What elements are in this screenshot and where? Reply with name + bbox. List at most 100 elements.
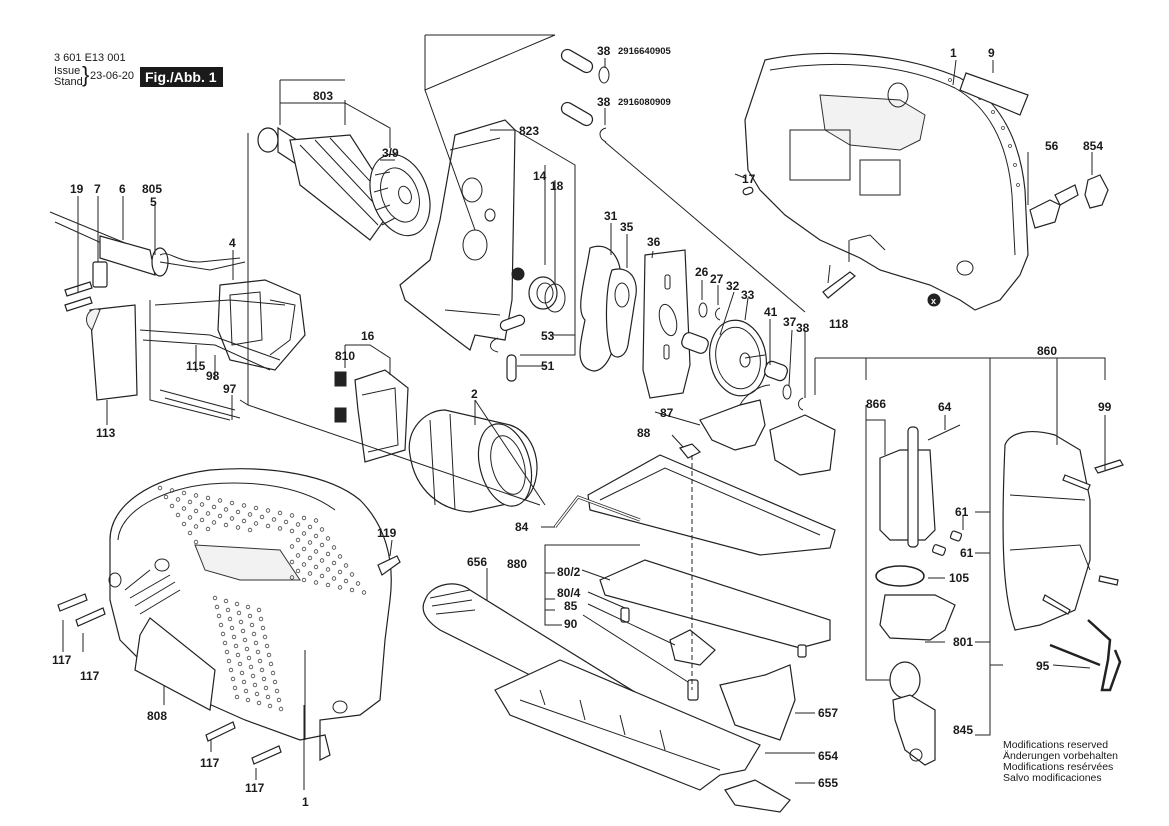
pin-53 <box>499 314 526 331</box>
label-808 <box>134 617 216 711</box>
base-801[interactable] <box>879 594 956 641</box>
pendulum-866[interactable] <box>879 424 961 548</box>
callout-860: 860 <box>1037 344 1057 358</box>
vent-dot <box>313 533 319 539</box>
vent-dot <box>301 546 307 552</box>
vent-dot <box>246 655 252 661</box>
vent-dot <box>295 537 301 543</box>
oring-38-upper <box>598 66 610 84</box>
x-marker-text: x <box>931 296 936 306</box>
vent-dot <box>260 625 266 631</box>
callout-95: 95 <box>1036 659 1050 673</box>
base-cover-654[interactable] <box>494 659 761 791</box>
vent-dot <box>313 580 319 585</box>
vent-dot <box>295 522 301 527</box>
callout-810: 810 <box>335 349 355 363</box>
screw-117-d <box>251 745 282 765</box>
knob-bottom[interactable] <box>889 661 921 699</box>
stator-2[interactable] <box>408 409 540 513</box>
wedge-119 <box>377 555 401 576</box>
armature-803[interactable] <box>257 126 441 244</box>
power-cord-6[interactable] <box>49 211 169 277</box>
callout-119: 119 <box>377 526 397 540</box>
callout-654: 654 <box>818 749 838 763</box>
slider-56[interactable] <box>1029 184 1079 229</box>
gear-33[interactable] <box>704 316 772 401</box>
callout-115: 115 <box>186 359 206 373</box>
callout-85: 85 <box>564 599 578 613</box>
vent-dot <box>301 531 307 536</box>
callout-808: 808 <box>147 709 167 723</box>
vent-dot <box>247 512 253 517</box>
vent-dot <box>199 502 205 507</box>
vent-dot <box>181 506 187 511</box>
vent-dot <box>278 706 284 712</box>
callout-9: 9 <box>988 46 995 60</box>
callout-5: 5 <box>150 195 157 209</box>
callout-88: 88 <box>637 426 651 440</box>
vent-dot <box>254 691 260 697</box>
washer-26 <box>698 302 708 318</box>
screw-base <box>797 644 807 658</box>
vent-dot <box>233 643 239 649</box>
gear-housing-823[interactable] <box>399 119 516 351</box>
brush-holder-16[interactable] <box>354 369 409 463</box>
callout-61-a: 61 <box>955 505 969 519</box>
callout-87: 87 <box>660 406 674 420</box>
vent-dot <box>225 607 231 613</box>
plate-80-2[interactable] <box>599 559 831 649</box>
vent-dot <box>218 622 224 628</box>
vent-dot <box>241 679 247 685</box>
housing-half-right[interactable] <box>744 52 1029 311</box>
clip-53 <box>490 337 499 353</box>
callout-16: 16 <box>361 329 375 343</box>
vent-dot <box>272 679 278 685</box>
vent-dot <box>250 673 256 679</box>
vent-dot <box>239 670 245 676</box>
callout-854: 854 <box>1083 139 1103 153</box>
vent-dot <box>301 577 307 583</box>
switch-4[interactable] <box>217 279 306 371</box>
callout-7: 7 <box>94 182 101 196</box>
vent-dot <box>295 553 301 558</box>
callout-113: 113 <box>96 426 116 440</box>
part-number-2916080909: 2916080909 <box>618 97 671 108</box>
electronics-113[interactable] <box>86 304 138 401</box>
figure-label: Fig./Abb. 1 <box>140 67 223 87</box>
pin-17 <box>742 186 754 196</box>
vent-dot <box>222 640 228 646</box>
baseplate-guide[interactable] <box>587 454 836 556</box>
knob-854[interactable] <box>1084 174 1109 209</box>
vent-dot <box>228 667 234 673</box>
plate-36[interactable] <box>642 249 691 399</box>
clip-655[interactable] <box>724 779 791 813</box>
lever-845[interactable] <box>892 694 936 766</box>
callout-805: 805 <box>142 182 162 196</box>
screw-90 <box>687 679 699 701</box>
clip-27 <box>715 307 721 321</box>
vent-dot <box>234 694 240 700</box>
roller-guide[interactable] <box>769 414 836 476</box>
vent-dot <box>175 512 181 518</box>
pad-88 <box>678 443 702 459</box>
vent-dot <box>257 658 263 664</box>
cover-657[interactable] <box>719 664 796 741</box>
callout-801: 801 <box>953 635 973 649</box>
vent-dot <box>256 700 262 706</box>
lever-87[interactable] <box>699 384 771 451</box>
vent-dot <box>325 551 331 557</box>
screw-99-c <box>1098 575 1119 586</box>
vent-dot <box>266 652 272 658</box>
vent-dot <box>157 485 163 491</box>
callout-26: 26 <box>695 265 709 279</box>
screw-117-b <box>75 607 106 627</box>
vent-dot <box>217 498 223 503</box>
bearing-14[interactable] <box>528 276 558 310</box>
vent-dot <box>256 607 262 613</box>
vent-dot <box>253 505 259 511</box>
callout-880: 880 <box>507 557 527 571</box>
vent-dot <box>337 569 343 575</box>
clip-38-lower <box>599 127 607 143</box>
vent-dot <box>229 625 235 631</box>
